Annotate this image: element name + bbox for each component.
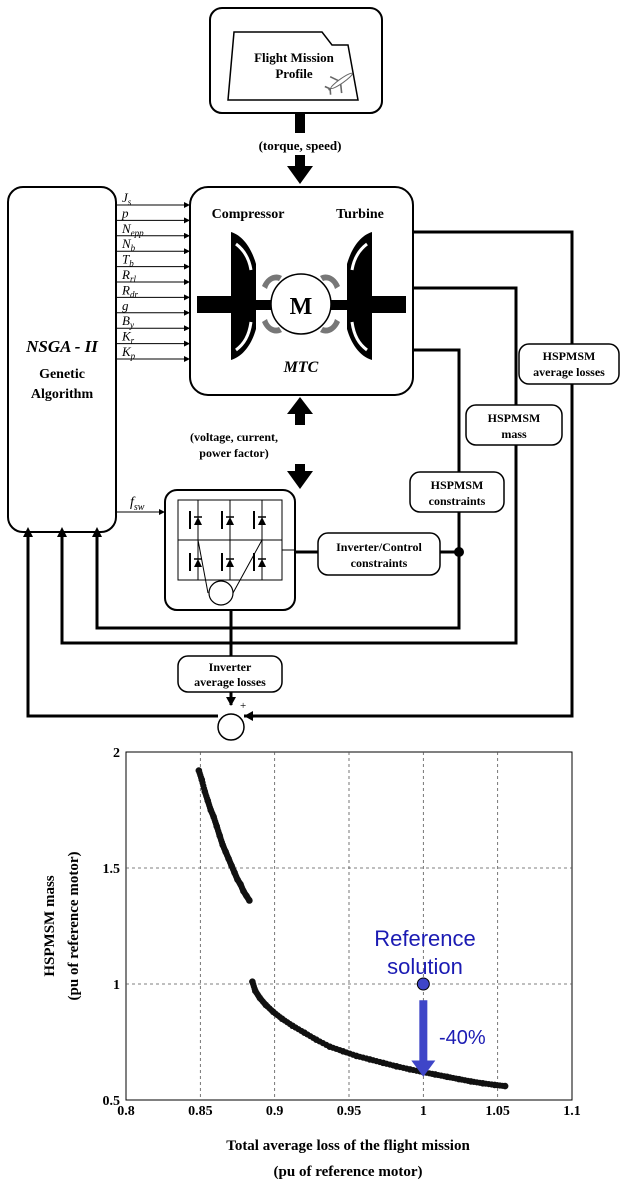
y-tick-label: 0.5 <box>103 1094 121 1109</box>
x-tick-label: 1.05 <box>485 1104 510 1119</box>
reference-label-line1: Reference <box>374 926 476 951</box>
x-tick-label: 0.9 <box>266 1104 284 1119</box>
y-tick-label: 2 <box>113 746 120 761</box>
summing-junction <box>217 713 245 741</box>
x-tick-label: 1.1 <box>563 1104 581 1119</box>
plus-sign-top: + <box>240 700 246 712</box>
reduction-label: -40% <box>439 1027 486 1049</box>
feedback-arrowheads <box>23 527 253 721</box>
data-points <box>195 767 509 1090</box>
compressor-wheel <box>197 232 256 360</box>
reference-point <box>416 977 430 991</box>
variable-label: Rdr <box>121 282 138 299</box>
nsga-sub1: Genetic <box>39 367 85 382</box>
constraints-box: HSPMSM constraints <box>409 471 505 513</box>
inv-constraints-line2: constraints <box>351 556 408 570</box>
reference-label-line2: solution <box>387 954 463 979</box>
y-tick-label: 1.5 <box>103 862 121 877</box>
variable-label: Kp <box>121 344 136 361</box>
junction-dot <box>454 547 464 557</box>
nsga-title: NSGA - II <box>25 337 99 356</box>
constraints-line2: constraints <box>429 494 486 508</box>
motor-label: M <box>290 294 313 320</box>
inv-losses-box: Inverter average losses <box>177 655 283 693</box>
pareto-chart: 0.8 0.85 0.9 0.95 1 1.05 1.1 0.5 1 1.5 2 Referenc… <box>42 746 581 1180</box>
inverter-motor-circle <box>208 580 234 606</box>
nsga-box <box>7 186 117 533</box>
variable-label: Rrl <box>121 267 136 284</box>
inv-losses-line1: Inverter <box>209 660 252 674</box>
x-tick-label: 1 <box>420 1104 427 1119</box>
plus-sign-right: + <box>248 712 254 724</box>
y-tick-label: 1 <box>113 978 120 993</box>
inv-constraints-line1: Inverter/Control <box>336 540 422 554</box>
vcp-arrow <box>287 397 313 489</box>
flight-mission-box: Flight Mission Profile <box>209 7 383 114</box>
variable-label: Tb <box>122 252 134 269</box>
inv-losses-line2: average losses <box>194 675 266 689</box>
mission-box-line2: Profile <box>275 66 313 81</box>
x-tick-label: 0.95 <box>337 1104 362 1119</box>
variable-label: Nepp <box>121 221 144 238</box>
pareto-point <box>246 897 253 904</box>
fsw-label: fsw <box>130 495 145 513</box>
torque-speed-arrow <box>287 113 313 184</box>
mass-box: HSPMSM mass <box>465 404 563 446</box>
mass-line1: HSPMSM <box>488 411 541 425</box>
vcp-line2: power factor) <box>199 446 268 460</box>
fsw-arrow: fsw <box>116 495 165 515</box>
mass-line2: mass <box>501 427 527 441</box>
x-axis-title-line1: Total average loss of the flight mission <box>226 1138 470 1154</box>
mission-box-line1: Flight Mission <box>254 50 335 65</box>
avg-losses-line2: average losses <box>533 365 605 379</box>
nsga-sub2: Algorithm <box>31 387 94 402</box>
block-diagram: Flight Mission Profile (torque, speed) N… <box>7 7 620 741</box>
variable-label: Js <box>122 190 132 207</box>
variable-label: Nb <box>121 236 136 253</box>
compressor-label: Compressor <box>212 207 285 222</box>
y-tick-labels: 0.5 1 1.5 2 <box>103 746 121 1109</box>
mission-profile-curve <box>227 31 359 101</box>
inverter-switches <box>189 500 266 594</box>
mtc-label: MTC <box>283 359 319 376</box>
x-tick-label: 0.85 <box>188 1104 213 1119</box>
turbine-wheel <box>347 232 406 360</box>
torque-speed-label: (torque, speed) <box>259 138 342 153</box>
reduction-arrow <box>411 1000 436 1077</box>
avg-losses-line1: HSPMSM <box>543 349 596 363</box>
reference-annotation: Reference solution -40% <box>374 926 486 1077</box>
x-tick-label: 0.8 <box>117 1104 135 1119</box>
pareto-point <box>501 1082 509 1090</box>
x-tick-labels: 0.8 0.85 0.9 0.95 1 1.05 1.1 <box>117 1104 581 1119</box>
variable-label: p <box>121 205 129 220</box>
constraints-line1: HSPMSM <box>431 478 484 492</box>
x-axis-title-line2: (pu of reference motor) <box>274 1164 423 1180</box>
airplane-icon <box>324 72 353 95</box>
motor-circle <box>270 273 332 335</box>
variable-label: Kr <box>121 329 135 346</box>
inv-constraints-box: Inverter/Control constraints <box>317 532 441 576</box>
variable-label: g <box>122 298 129 313</box>
vcp-line1: (voltage, current, <box>190 430 278 444</box>
avg-losses-box: HSPMSM average losses <box>518 343 620 385</box>
variable-label: By <box>122 313 134 330</box>
inverter-box <box>164 489 296 611</box>
y-axis-title-line1: HSPMSM mass <box>42 875 58 976</box>
rotation-arrows-icon <box>262 274 340 334</box>
turbine-label: Turbine <box>336 207 384 222</box>
y-axis-title: HSPMSM mass (pu of reference motor) <box>42 852 82 1001</box>
y-axis-title-line2: (pu of reference motor) <box>66 852 82 1001</box>
